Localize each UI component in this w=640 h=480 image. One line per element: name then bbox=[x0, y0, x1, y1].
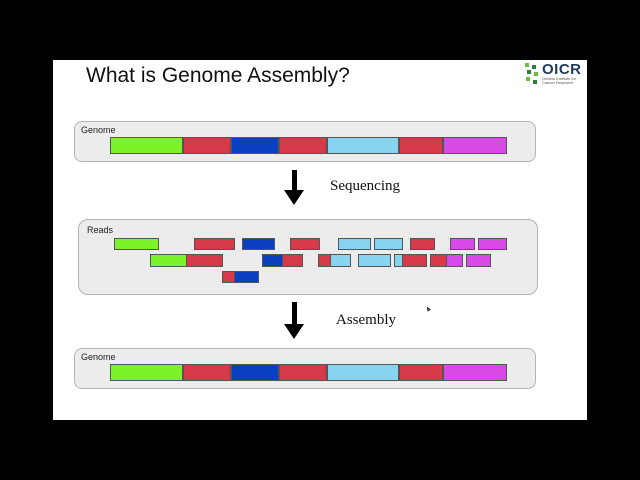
read-red bbox=[194, 238, 235, 250]
read-cyan bbox=[330, 254, 351, 267]
oicr-logo: OICR Ontario Institute for Cancer Resear… bbox=[523, 60, 585, 88]
assembly-arrow-shaft bbox=[292, 302, 297, 324]
reads-label: Reads bbox=[87, 225, 114, 235]
genome-panel-bottom: Genome bbox=[74, 348, 536, 389]
read-red bbox=[430, 254, 447, 267]
reads-panel: Reads bbox=[78, 219, 538, 295]
genome-segment-red bbox=[399, 364, 443, 381]
genome-segment-magenta bbox=[443, 137, 507, 154]
read-cyan bbox=[338, 238, 371, 250]
assembly-label: Assembly bbox=[336, 312, 396, 328]
read-blue bbox=[242, 238, 275, 250]
read-green bbox=[114, 238, 159, 250]
slide-title: What is Genome Assembly? bbox=[86, 64, 350, 87]
read-green-red bbox=[150, 254, 187, 267]
genome-segment-cyan bbox=[327, 364, 399, 381]
genome-segment-blue bbox=[231, 364, 279, 381]
slide: What is Genome Assembly? OICR Ontario In… bbox=[53, 60, 587, 420]
sequencing-arrow-shaft bbox=[292, 170, 297, 190]
read-blue bbox=[234, 271, 259, 283]
read-red bbox=[186, 254, 223, 267]
read-magenta bbox=[450, 238, 475, 250]
read-cyan bbox=[358, 254, 391, 267]
genome-panel-top: Genome bbox=[74, 121, 536, 162]
genome-segment-red bbox=[279, 364, 327, 381]
logo-subtext: Ontario Institute for Cancer Research bbox=[542, 76, 577, 85]
genome-segment-red bbox=[183, 137, 231, 154]
read-cyan bbox=[374, 238, 403, 250]
read-red bbox=[402, 254, 427, 267]
assembly-arrow-head bbox=[284, 324, 304, 339]
genome-segment-magenta bbox=[443, 364, 507, 381]
genome-segment-blue bbox=[231, 137, 279, 154]
genome-segment-red bbox=[279, 137, 327, 154]
genome-segment-green bbox=[110, 364, 183, 381]
genome-label-top: Genome bbox=[81, 125, 116, 135]
genome-segment-green bbox=[110, 137, 183, 154]
read-magenta bbox=[478, 238, 507, 250]
read-red bbox=[290, 238, 320, 250]
sequencing-arrow-head bbox=[284, 190, 304, 205]
sequencing-label: Sequencing bbox=[330, 178, 400, 194]
genome-segment-red bbox=[183, 364, 231, 381]
mouse-cursor-icon bbox=[425, 305, 431, 312]
logo-helix-icon bbox=[525, 63, 538, 84]
read-magenta bbox=[446, 254, 463, 267]
logo-text: OICR bbox=[542, 61, 582, 78]
read-blue bbox=[262, 254, 283, 267]
genome-segment-cyan bbox=[327, 137, 399, 154]
read-red bbox=[410, 238, 435, 250]
read-red bbox=[282, 254, 303, 267]
genome-label-bottom: Genome bbox=[81, 352, 116, 362]
genome-segment-red bbox=[399, 137, 443, 154]
read-magenta bbox=[466, 254, 491, 267]
